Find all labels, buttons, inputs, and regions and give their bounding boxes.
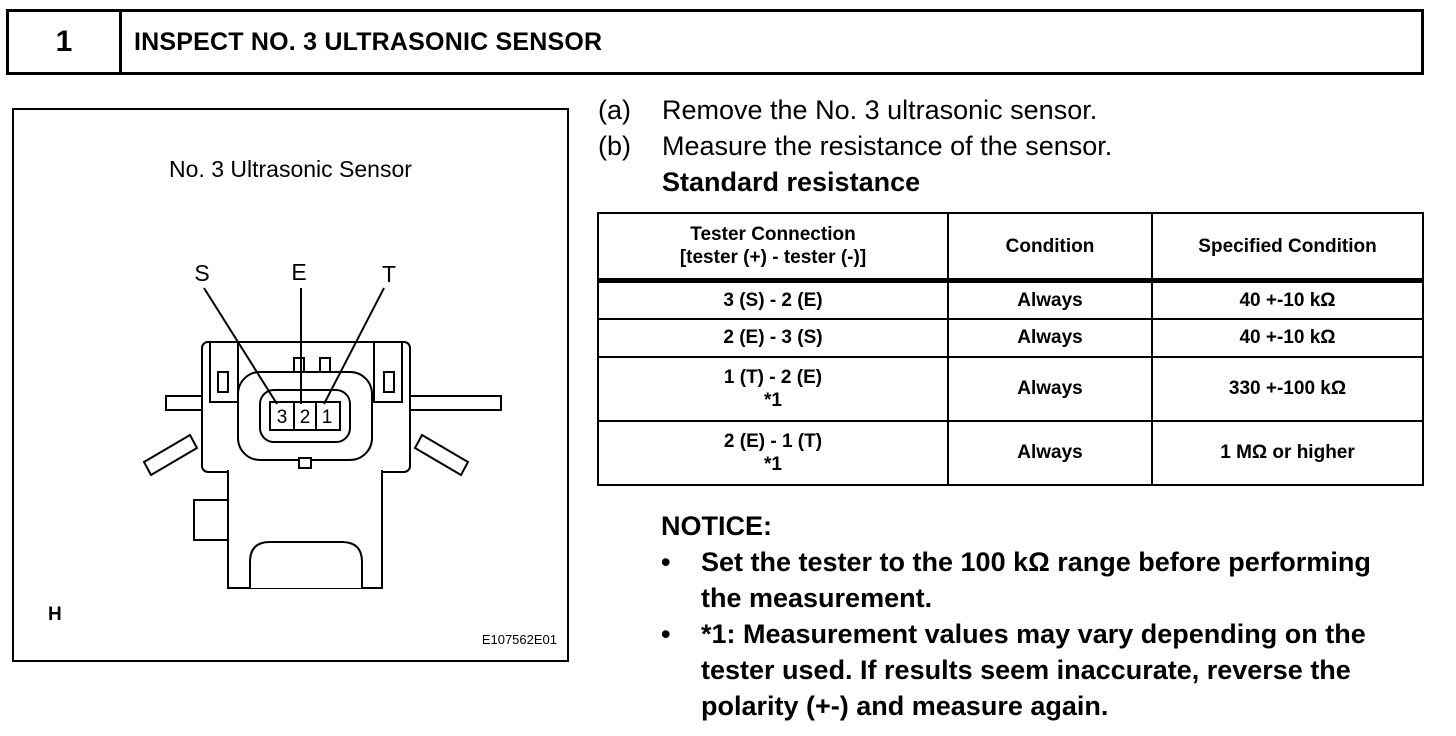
leader-line-s <box>203 287 278 405</box>
row-condition: Always <box>947 279 1153 320</box>
sensor-illustration: No. 3 Ultrasonic Sensor <box>12 108 569 662</box>
row-condition: Always <box>947 317 1153 358</box>
step-a-text: Remove the No. 3 ultrasonic sensor. <box>662 95 1098 125</box>
header-tester-connection-line2: [tester (+) - tester (-)] <box>679 247 867 268</box>
row-spec: 40 +-10 kΩ <box>1151 279 1424 320</box>
figure-image-code: E107562E01 <box>481 632 557 647</box>
table-header-row: Tester Connection [tester (+) - tester (… <box>597 212 1424 283</box>
row-connection: 2 (E) - 1 (T) <box>723 430 823 452</box>
sensor-connector-drawing: 3 2 1 S E T <box>142 259 502 589</box>
pin-3-label: 3 <box>277 407 288 428</box>
notice-item: Set the tester to the 100 kΩ range befor… <box>661 544 1411 616</box>
row-spec: 1 MΩ or higher <box>1151 419 1424 486</box>
notice-list: Set the tester to the 100 kΩ range befor… <box>661 544 1411 724</box>
row-condition: Always <box>947 419 1153 486</box>
row-connection: 3 (S) - 2 (E) <box>597 279 949 320</box>
table-row: 2 (E) - 1 (T) *1 Always 1 MΩ or higher <box>597 419 1424 486</box>
row-spec: 40 +-10 kΩ <box>1151 317 1424 358</box>
terminal-t-label: T <box>382 261 396 287</box>
instruction-steps: (a) Remove the No. 3 ultrasonic sensor. … <box>598 92 1112 200</box>
resistance-table: Tester Connection [tester (+) - tester (… <box>597 212 1424 486</box>
figure-corner-label: H <box>48 604 62 625</box>
pin-2-label: 2 <box>300 407 311 428</box>
terminal-e-label: E <box>291 259 306 285</box>
notice-title: NOTICE: <box>661 511 772 541</box>
row-connection-cell: 2 (E) - 1 (T) *1 <box>597 419 949 486</box>
header-tester-connection: Tester Connection [tester (+) - tester (… <box>597 212 949 283</box>
row-connection: 1 (T) - 2 (E) <box>723 366 823 388</box>
header-tester-connection-line1: Tester Connection <box>690 224 856 245</box>
terminal-s-label: S <box>194 260 209 286</box>
step-a: (a) Remove the No. 3 ultrasonic sensor. <box>598 92 1112 128</box>
notice-block: NOTICE: Set the tester to the 100 kΩ ran… <box>661 508 1411 724</box>
header-specified-condition: Specified Condition <box>1151 212 1424 283</box>
table-row: 1 (T) - 2 (E) *1 Always 330 +-100 kΩ <box>597 355 1424 422</box>
row-footnote-ref: *1 <box>764 389 782 411</box>
row-connection-cell: 1 (T) - 2 (E) *1 <box>597 355 949 422</box>
step-number: 1 <box>9 12 122 72</box>
row-footnote-ref: *1 <box>764 453 782 475</box>
step-title: INSPECT NO. 3 ULTRASONIC SENSOR <box>134 27 603 56</box>
step-a-letter: (a) <box>598 95 631 125</box>
step-b-text: Measure the resistance of the sensor. <box>662 131 1113 161</box>
row-connection: 2 (E) - 3 (S) <box>597 317 949 358</box>
header-condition: Condition <box>947 212 1153 283</box>
table-row: 2 (E) - 3 (S) Always 40 +-10 kΩ <box>597 317 1424 358</box>
step-header: 1 INSPECT NO. 3 ULTRASONIC SENSOR <box>6 9 1424 75</box>
leader-line-t <box>323 287 385 405</box>
table-row: 3 (S) - 2 (E) Always 40 +-10 kΩ <box>597 279 1424 320</box>
step-b: (b) Measure the resistance of the sensor… <box>598 128 1112 164</box>
figure-caption: No. 3 Ultrasonic Sensor <box>169 156 412 182</box>
pin-1-label: 1 <box>322 407 333 428</box>
notice-item: *1: Measurement values may vary dependin… <box>661 616 1411 724</box>
row-condition: Always <box>947 355 1153 422</box>
step-b-letter: (b) <box>598 131 631 161</box>
standard-resistance-title: Standard resistance <box>662 167 921 197</box>
row-spec: 330 +-100 kΩ <box>1151 355 1424 422</box>
